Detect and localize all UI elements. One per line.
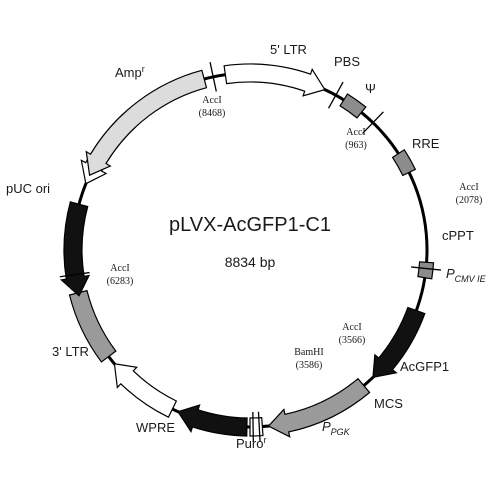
- feature-ppgk: [177, 404, 248, 437]
- site-pos: (3586): [296, 360, 323, 371]
- tick-accI-3566: [257, 411, 261, 442]
- feature-wpre: [68, 289, 117, 363]
- label-3ltr: 3' LTR: [52, 344, 89, 359]
- label-puro: Puror: [236, 435, 266, 451]
- site-name: AccI: [459, 182, 478, 193]
- feature-cppt: [417, 261, 435, 280]
- site-pos: (3566): [339, 335, 366, 346]
- site-name: AccI: [342, 322, 361, 333]
- site-name: BamHI: [294, 347, 323, 358]
- tick-accI-2078: [411, 266, 442, 271]
- site-pos: (6283): [107, 276, 134, 287]
- feature-ltr5: [223, 63, 326, 97]
- label-psi: Ψ: [365, 81, 376, 96]
- feature-mcs: [249, 416, 264, 437]
- label-wpre: WPRE: [136, 420, 175, 435]
- site-accI-963: AccI (963): [345, 127, 367, 151]
- feature-puro: [113, 363, 178, 418]
- feature-pcmv: [372, 306, 426, 379]
- site-name: AccI: [346, 127, 365, 138]
- site-accI-2078: AccI (2078): [456, 182, 483, 206]
- feature-psi: [339, 93, 367, 119]
- label-puc-ori: pUC ori: [6, 181, 50, 196]
- site-name: AccI: [202, 95, 221, 106]
- label-5ltr: 5' LTR: [270, 42, 307, 57]
- site-accI-3566: AccI (3566): [339, 322, 366, 346]
- label-rre: RRE: [412, 136, 440, 151]
- plasmid-name: pLVX-AcGFP1-C1: [169, 214, 331, 236]
- plasmid-size: 8834 bp: [225, 254, 276, 270]
- feature-amp: [85, 69, 208, 177]
- label-cppt: cPPT: [442, 228, 474, 243]
- tick-accI-6283: [59, 271, 90, 278]
- tick-accI-963: [362, 111, 384, 134]
- label-mcs: MCS: [374, 396, 403, 411]
- feature-puc: [60, 201, 91, 297]
- label-pbs: PBS: [334, 54, 360, 69]
- features-layer: [60, 63, 435, 438]
- tick-accI-8468: [209, 62, 217, 92]
- label-pcmv: PCMV IE: [446, 266, 487, 284]
- site-pos: (8468): [199, 108, 226, 119]
- site-ticks-layer: [59, 62, 442, 442]
- site-accI-8468: AccI (8468): [199, 95, 226, 119]
- tick-bamHI-3586: [252, 411, 255, 442]
- site-bamHI-3586: BamHI (3586): [294, 347, 323, 371]
- feature-acgfp1: [267, 377, 371, 438]
- site-name: AccI: [110, 263, 129, 274]
- site-pos: (2078): [456, 195, 483, 206]
- site-pos: (963): [345, 140, 367, 151]
- label-ppgk: PPGK: [322, 419, 351, 437]
- site-accI-6283: AccI (6283): [107, 263, 134, 287]
- feature-rre: [391, 148, 417, 177]
- tick-pbs: [327, 81, 344, 109]
- label-amp: Ampr: [115, 64, 145, 80]
- label-acgfp1: AcGFP1: [400, 359, 449, 374]
